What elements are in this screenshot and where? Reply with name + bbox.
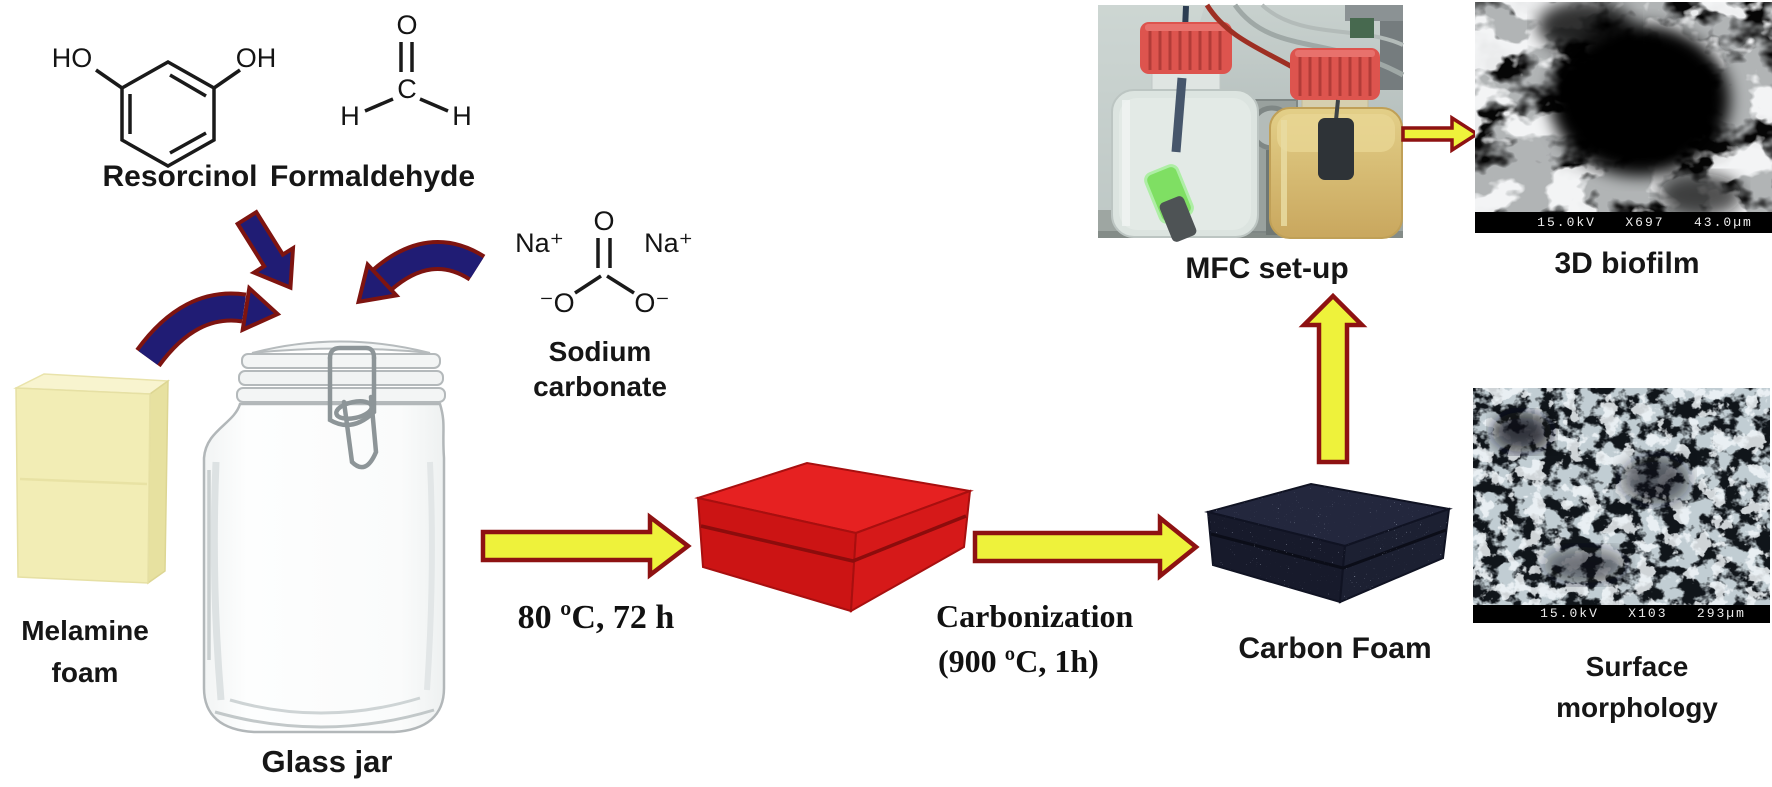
- surface-morphology-label-line1: Surface: [1585, 651, 1689, 682]
- arrow-carbonate-to-jar: [355, 240, 486, 305]
- sem-biofilm-image: [1475, 2, 1772, 233]
- melamine-foam-label-line2: foam: [51, 657, 119, 688]
- glass-jar-label: Glass jar: [261, 744, 393, 779]
- carbonization-label-line1: Carbonization: [936, 598, 1134, 634]
- carbonate-na-left-atom: Na⁺: [515, 228, 564, 258]
- glass-jar-image: [202, 340, 446, 734]
- formaldehyde-h-right-atom: H: [452, 101, 472, 131]
- surface-scalebar: 15.0kV X103 293µm: [1540, 606, 1746, 621]
- mfc-setup-label: MFC set-up: [1185, 252, 1349, 285]
- formaldehyde-structure: [364, 42, 449, 113]
- arrow-carbonization-step: [972, 513, 1200, 581]
- sodium-carbonate-label-line2: carbonate: [533, 371, 667, 402]
- carbonate-o-top-atom: O: [593, 206, 615, 236]
- carbonate-o-left-atom: ⁻O: [539, 288, 575, 318]
- arrow-mfc-to-biofilm: [1401, 114, 1481, 154]
- carbonate-o-right-atom: O⁻: [634, 288, 670, 318]
- formaldehyde-o-atom: O: [396, 10, 418, 40]
- arrow-melamine-to-jar: [135, 284, 282, 368]
- formaldehyde-h-left-atom: H: [340, 101, 360, 131]
- formaldehyde-c-atom: C: [397, 74, 417, 104]
- resorcinol-ho-atom: HO: [51, 43, 93, 73]
- arrow-cure-step: [480, 512, 692, 580]
- biofilm-scalebar: 15.0kV X697 43.0µm: [1537, 215, 1753, 230]
- arrow-resorcinol-to-jar: [234, 209, 296, 291]
- resorcinol-oh-atom: OH: [235, 43, 277, 73]
- sodium-carbonate-structure: [574, 238, 635, 295]
- resorcinol-structure: [95, 59, 241, 169]
- biofilm-label: 3D biofilm: [1554, 247, 1700, 280]
- cure-step-label: 80 ºC, 72 h: [517, 599, 675, 636]
- melamine-foam-image: [13, 373, 171, 585]
- carbon-foam-label: Carbon Foam: [1238, 632, 1432, 665]
- rf-foam-image: [694, 461, 974, 613]
- sem-surface-image: [1473, 388, 1770, 623]
- mfc-photo: [1098, 3, 1405, 242]
- resorcinol-label: Resorcinol: [102, 160, 258, 193]
- melamine-foam-label-line1: Melamine: [21, 615, 149, 646]
- arrow-carbon-to-mfc: [1298, 292, 1368, 465]
- carbon-foam-image: [1204, 482, 1453, 604]
- carbonization-label-line2: (900 ºC, 1h): [938, 643, 1099, 679]
- surface-morphology-label-line2: morphology: [1556, 692, 1718, 723]
- sodium-carbonate-label-line1: Sodium: [548, 336, 652, 367]
- carbonate-na-right-atom: Na⁺: [644, 228, 693, 258]
- formaldehyde-label: Formaldehyde: [269, 160, 476, 193]
